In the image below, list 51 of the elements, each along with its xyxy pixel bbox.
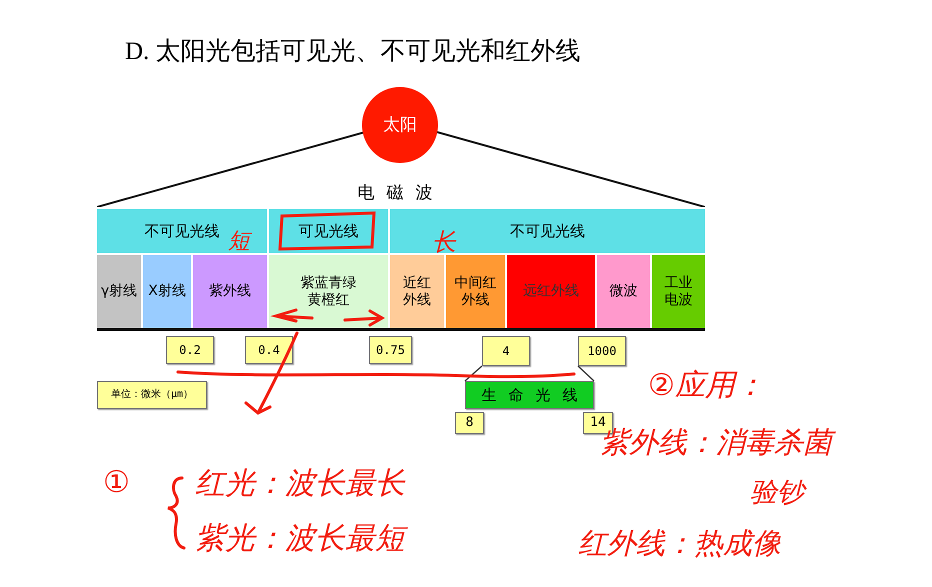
spectrum-cell	[269, 255, 388, 328]
band-label: 可见光线	[298, 222, 358, 240]
spectrum-cell	[507, 255, 595, 328]
roof-label: 电磁波	[358, 182, 444, 203]
header-band	[97, 209, 267, 253]
spectrum-cell	[446, 255, 505, 328]
spectrum-label: 微波	[610, 283, 638, 300]
wavelength-value: 14	[590, 415, 606, 430]
wavelength-value: 0.4	[258, 342, 280, 358]
spectrum-label: 近红外线	[402, 274, 432, 308]
spectrum-label: 中间红外线	[454, 274, 498, 308]
spectrum-label: γ射线	[100, 283, 138, 300]
spectrum-cell	[597, 255, 650, 328]
wavelength-value: 1000	[588, 344, 616, 358]
wavelength-value: 4	[502, 344, 510, 358]
band-label: 不可见光线	[144, 222, 220, 240]
value-box	[455, 412, 484, 434]
spectrum-label: 远红外线	[523, 283, 579, 300]
value-box	[245, 336, 293, 364]
spectrum-cell	[193, 255, 267, 328]
spectrum-cell	[97, 255, 141, 328]
handwritten-note: ①	[103, 465, 130, 500]
connector-line	[464, 366, 482, 382]
wavelength-value: 0.2	[179, 342, 201, 358]
wavelength-value: 8	[466, 415, 474, 431]
unit-label: 单位：微米（μm）	[110, 389, 194, 401]
life-light-bar	[465, 381, 594, 409]
value-box	[578, 336, 626, 366]
title: D. 太阳光包括可见光、不可见光和红外线	[125, 37, 581, 67]
value-box	[482, 336, 530, 366]
spectrum-label: 紫蓝青绿黄橙红	[300, 274, 358, 308]
band-label: 生命光线	[482, 386, 590, 404]
handwritten-note: ②应用：	[648, 367, 765, 405]
value-box	[166, 336, 214, 364]
spectrum-cell	[390, 255, 444, 328]
sun-label: 太阳	[383, 114, 417, 136]
handwritten-note: 红光：波长最长	[195, 465, 405, 503]
connector-line	[578, 366, 594, 382]
spectrum-label: 工业电波	[664, 274, 694, 308]
unit-box	[97, 381, 207, 409]
spectrum-cell	[652, 255, 705, 328]
value-box	[369, 336, 412, 364]
band-label: 不可见光线	[510, 222, 585, 240]
handwritten-note: 短	[228, 228, 250, 256]
spectrum-cell	[143, 255, 191, 328]
handwritten-note: 红外线：热成像	[578, 525, 781, 562]
spectrum-label: X射线	[148, 283, 186, 300]
header-band	[390, 209, 705, 253]
wavelength-value: 0.75	[376, 342, 405, 358]
handwritten-note: 长	[432, 227, 456, 258]
spectrum-label: 紫外线	[209, 283, 251, 300]
